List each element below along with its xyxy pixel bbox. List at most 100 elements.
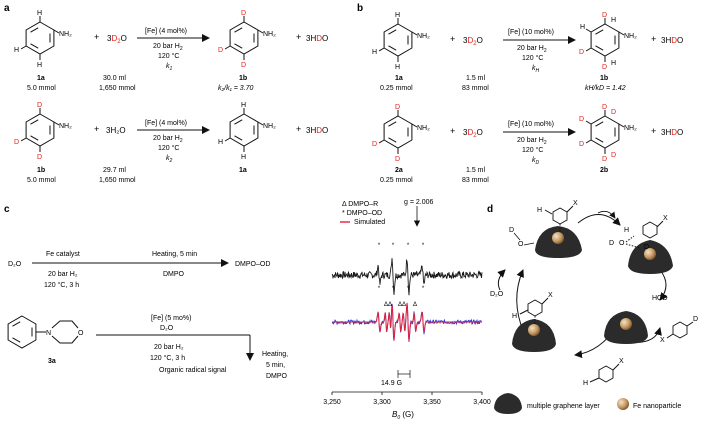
c2-step2-1: Heating,: [262, 351, 288, 358]
b1-reagent-vol: 1.5 ml: [466, 75, 486, 82]
panel-b-row1: H H H NH₂ 1a 0.25 mmol + 3D2O 1.5 ml 83 …: [372, 12, 683, 92]
a1-cond-h2: 20 bar H2: [153, 43, 183, 52]
epr-bot-delta-1: Δ: [388, 302, 392, 308]
epr-splitting: 14.9 G: [381, 380, 402, 387]
svg-text:H: H: [14, 47, 19, 54]
svg-text:D: D: [609, 240, 614, 247]
a2-cond-cat: [Fe] (4 mol%): [145, 120, 187, 127]
svg-text:X: X: [619, 358, 624, 365]
d-deuterated-product: X D: [660, 316, 698, 344]
svg-text:D: D: [644, 244, 649, 251]
svg-text:O: O: [619, 240, 625, 247]
panel-a-label: a: [4, 3, 10, 14]
svg-text:H: H: [611, 17, 616, 24]
b2-prod-label: 2b: [600, 167, 608, 174]
a1-reagent-amount: 1,650 mmol: [99, 85, 136, 92]
a2-reagent-amount: 1,650 mmol: [99, 177, 136, 184]
epr-top-markers: ****: [378, 243, 425, 249]
panel-b-row2: D D D NH₂ 2a 0.25 mmol + 3D2O 1.5 ml 83 …: [372, 104, 683, 184]
a1-sub-label: 1a: [37, 75, 45, 82]
epr-bot-star-0: *: [378, 286, 381, 292]
svg-text:H: H: [395, 64, 400, 71]
a1-cond-cat: [Fe] (4 mol%): [145, 28, 187, 35]
svg-text:H: H: [580, 24, 585, 31]
a2-reagent-vol: 29.7 ml: [103, 167, 126, 174]
svg-text:D: D: [395, 156, 400, 163]
a2-cond-temp: 120 °C: [158, 144, 179, 152]
epr-g-label: g = 2.006: [404, 199, 433, 206]
svg-text:D: D: [37, 154, 42, 161]
svg-text:H: H: [241, 154, 246, 161]
epr-top-star-3: *: [422, 243, 425, 249]
c2-cat: [Fe] (5 mo%): [151, 315, 191, 322]
epr-bot-delta-2: Δ: [398, 302, 402, 308]
b1-byproduct: 3HDO: [661, 36, 683, 45]
svg-text:H: H: [512, 313, 517, 320]
catalyst-top-left: H X D O: [509, 200, 582, 258]
molecule-2b: D D D D NH₂ D D: [579, 104, 637, 163]
svg-text:D: D: [395, 104, 400, 111]
epr-legend-2: * DMPO–OD: [342, 210, 382, 217]
b2-byproduct: 3HDO: [661, 128, 683, 137]
svg-text:+: +: [450, 126, 455, 136]
catalyst-right: [604, 311, 648, 344]
svg-text:NH₂: NH₂: [624, 33, 637, 40]
c2-cond-temp: 120 °C, 3 h: [150, 354, 185, 362]
svg-text:NH₂: NH₂: [59, 123, 72, 130]
c2-solvent: D₂O: [160, 325, 174, 332]
epr-bot-star-1: *: [392, 286, 395, 292]
c1-start: D₂O: [8, 261, 22, 268]
molecule-1b: D D D NH₂: [218, 10, 276, 69]
b1-reagent-amount: 83 mmol: [462, 85, 489, 92]
molecule-1b-start: D D D NH₂: [14, 102, 72, 161]
svg-text:D: D: [579, 116, 584, 123]
d-incoming-substrate: H X: [583, 358, 624, 387]
b1-ratio: kH/kD = 1.42: [585, 85, 626, 92]
panel-b-label: b: [357, 3, 363, 14]
d-legend-graphene: multiple graphene layer: [527, 403, 600, 410]
c1-step2-reagent: DMPO: [163, 271, 185, 278]
a2-byproduct: 3HDO: [306, 126, 328, 135]
a2-reagent: 3H₂O: [106, 126, 126, 135]
molecule-1b-b: D H D D NH₂ H H: [579, 12, 637, 71]
b1-reagent: 3D2O: [463, 36, 483, 47]
c2-product: Organic radical signal: [159, 367, 227, 374]
c1-cond-temp: 120 °C, 3 h: [44, 281, 79, 289]
epr-legend-3: Simulated: [354, 219, 385, 226]
b1-sub-label: 1a: [395, 75, 403, 82]
svg-text:D: D: [372, 141, 377, 148]
b2-reagent: 3D2O: [463, 128, 483, 139]
a2-rate: k2: [166, 155, 173, 164]
svg-text:+: +: [94, 124, 99, 134]
b2-sub-amount: 0.25 mmol: [380, 177, 413, 184]
panel-c-label: c: [4, 204, 10, 215]
a1-ratio: k₂/k₁ = 3.70: [218, 85, 254, 92]
c1-product: DMPO–OD: [235, 261, 270, 268]
molecule-1a: H H H NH₂: [14, 10, 72, 69]
svg-text:H: H: [37, 62, 42, 69]
b1-cond-temp: 120 °C: [522, 54, 543, 62]
b2-reagent-vol: 1.5 ml: [466, 167, 486, 174]
epr-tick-label-3: 3,400: [473, 399, 491, 406]
c2-cond-h2: 20 bar H₂: [154, 344, 184, 351]
a1-sub-amount: 5.0 mmol: [27, 85, 56, 92]
svg-text:H: H: [583, 380, 588, 387]
svg-text:H: H: [218, 139, 223, 146]
svg-text:+: +: [651, 126, 656, 136]
a2-cond-h2: 20 bar H2: [153, 135, 183, 144]
svg-text:O: O: [78, 330, 84, 337]
svg-text:X: X: [663, 215, 668, 222]
epr-top-trace: [331, 258, 483, 296]
svg-text:X: X: [573, 200, 578, 207]
panel-d-label: d: [487, 204, 493, 215]
svg-text:+: +: [94, 32, 99, 42]
svg-text:H: H: [37, 10, 42, 17]
svg-text:+: +: [651, 34, 656, 44]
catalyst-bottom-left: H X: [512, 292, 556, 352]
b1-prod-label: 1b: [600, 75, 608, 82]
b2-reagent-amount: 83 mmol: [462, 177, 489, 184]
a1-cond-temp: 120 °C: [158, 52, 179, 60]
